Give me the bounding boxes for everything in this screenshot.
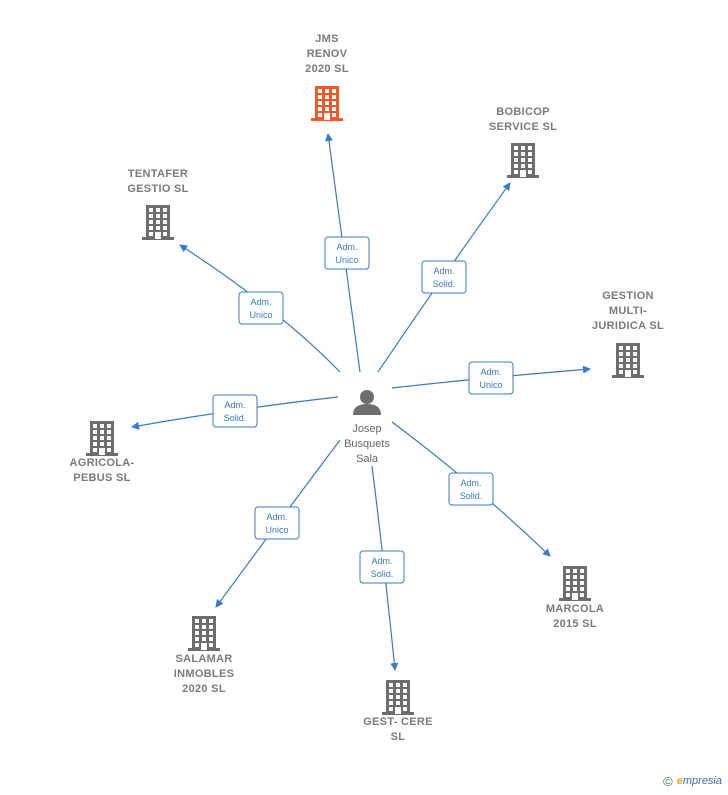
relation-label-jms-renov[interactable]: Adm. Unico <box>324 236 370 270</box>
company-name-salamar[interactable]: SALAMAR INMOBLES 2020 SL <box>174 653 234 695</box>
relation-label-tentafer[interactable]: Adm. Unico <box>238 291 284 325</box>
person-name-line: Busquets <box>344 438 390 450</box>
footer-brand: © empresia <box>663 773 722 789</box>
building-icon[interactable] <box>559 566 591 601</box>
company-name-gest-cere[interactable]: GEST- CERE SL <box>363 716 433 743</box>
relation-text: Unico <box>335 255 358 265</box>
company-name-line: MARCOLA <box>546 603 604 615</box>
relation-text: Adm. <box>224 400 245 410</box>
company-name-line: 2020 SL <box>305 63 349 75</box>
company-name-line: 2020 SL <box>182 683 226 695</box>
person-icon <box>353 390 381 415</box>
building-icon[interactable] <box>188 616 220 651</box>
company-name-bobicop[interactable]: BOBICOP SERVICE SL <box>489 106 557 133</box>
company-name-line: RENOV <box>307 48 348 60</box>
relation-text: Unico <box>479 380 502 390</box>
relation-text: Adm. <box>480 367 501 377</box>
relation-text: Adm. <box>336 242 357 252</box>
company-name-line: BOBICOP <box>496 106 549 118</box>
relation-text: Solid. <box>224 413 247 423</box>
company-name-line: TENTAFER <box>128 168 188 180</box>
brand-logo[interactable]: empresia <box>676 775 722 787</box>
relation-text: Adm. <box>433 266 454 276</box>
relation-label-gest-cere[interactable]: Adm. Solid. <box>359 550 405 584</box>
relation-label-salamar[interactable]: Adm. Unico <box>254 506 300 540</box>
company-name-line: AGRICOLA- <box>69 457 134 469</box>
relation-text: Solid. <box>371 569 394 579</box>
company-name-line: MULTI- <box>609 305 647 317</box>
company-name-line: GEST- CERE <box>363 716 433 728</box>
company-name-line: 2015 SL <box>553 618 597 630</box>
company-name-line: GESTION <box>602 290 654 302</box>
relation-text: Unico <box>249 310 272 320</box>
person-name-line: Sala <box>356 453 379 465</box>
relation-text: Adm. <box>371 556 392 566</box>
company-name-agricola[interactable]: AGRICOLA- PEBUS SL <box>69 457 134 484</box>
relation-label-bobicop[interactable]: Adm. Solid. <box>421 260 467 294</box>
relation-label-gestion-multi[interactable]: Adm. Unico <box>468 361 514 395</box>
company-name-line: GESTIO SL <box>127 183 188 195</box>
company-name-gestion-multi[interactable]: GESTION MULTI- JURIDICA SL <box>592 290 664 332</box>
copyright-icon: © <box>663 773 673 789</box>
building-icon[interactable] <box>311 86 343 121</box>
relation-label-marcola[interactable]: Adm. Solid. <box>448 472 494 506</box>
building-icon[interactable] <box>382 680 414 715</box>
relation-text: Adm. <box>266 512 287 522</box>
company-name-jms-renov[interactable]: JMS RENOV 2020 SL <box>305 33 349 75</box>
building-icon[interactable] <box>142 205 174 240</box>
company-name-line: SL <box>391 731 406 743</box>
relation-text: Solid. <box>433 279 456 289</box>
company-name-line: INMOBLES <box>174 668 234 680</box>
building-icon[interactable] <box>612 343 644 378</box>
relation-text: Unico <box>265 525 288 535</box>
company-name-line: SALAMAR <box>175 653 232 665</box>
relation-text: Adm. <box>460 478 481 488</box>
building-icon[interactable] <box>86 421 118 456</box>
company-name-line: PEBUS SL <box>73 472 130 484</box>
person-name-line: Josep <box>352 423 381 435</box>
company-name-line: JURIDICA SL <box>592 320 664 332</box>
relation-text: Adm. <box>250 297 271 307</box>
company-name-marcola[interactable]: MARCOLA 2015 SL <box>546 603 604 630</box>
building-icon[interactable] <box>507 143 539 178</box>
company-name-tentafer[interactable]: TENTAFER GESTIO SL <box>127 168 188 195</box>
relation-text: Solid. <box>460 491 483 501</box>
relation-label-agricola[interactable]: Adm. Solid. <box>212 394 258 428</box>
company-name-line: JMS <box>315 33 339 45</box>
company-name-line: SERVICE SL <box>489 121 557 133</box>
